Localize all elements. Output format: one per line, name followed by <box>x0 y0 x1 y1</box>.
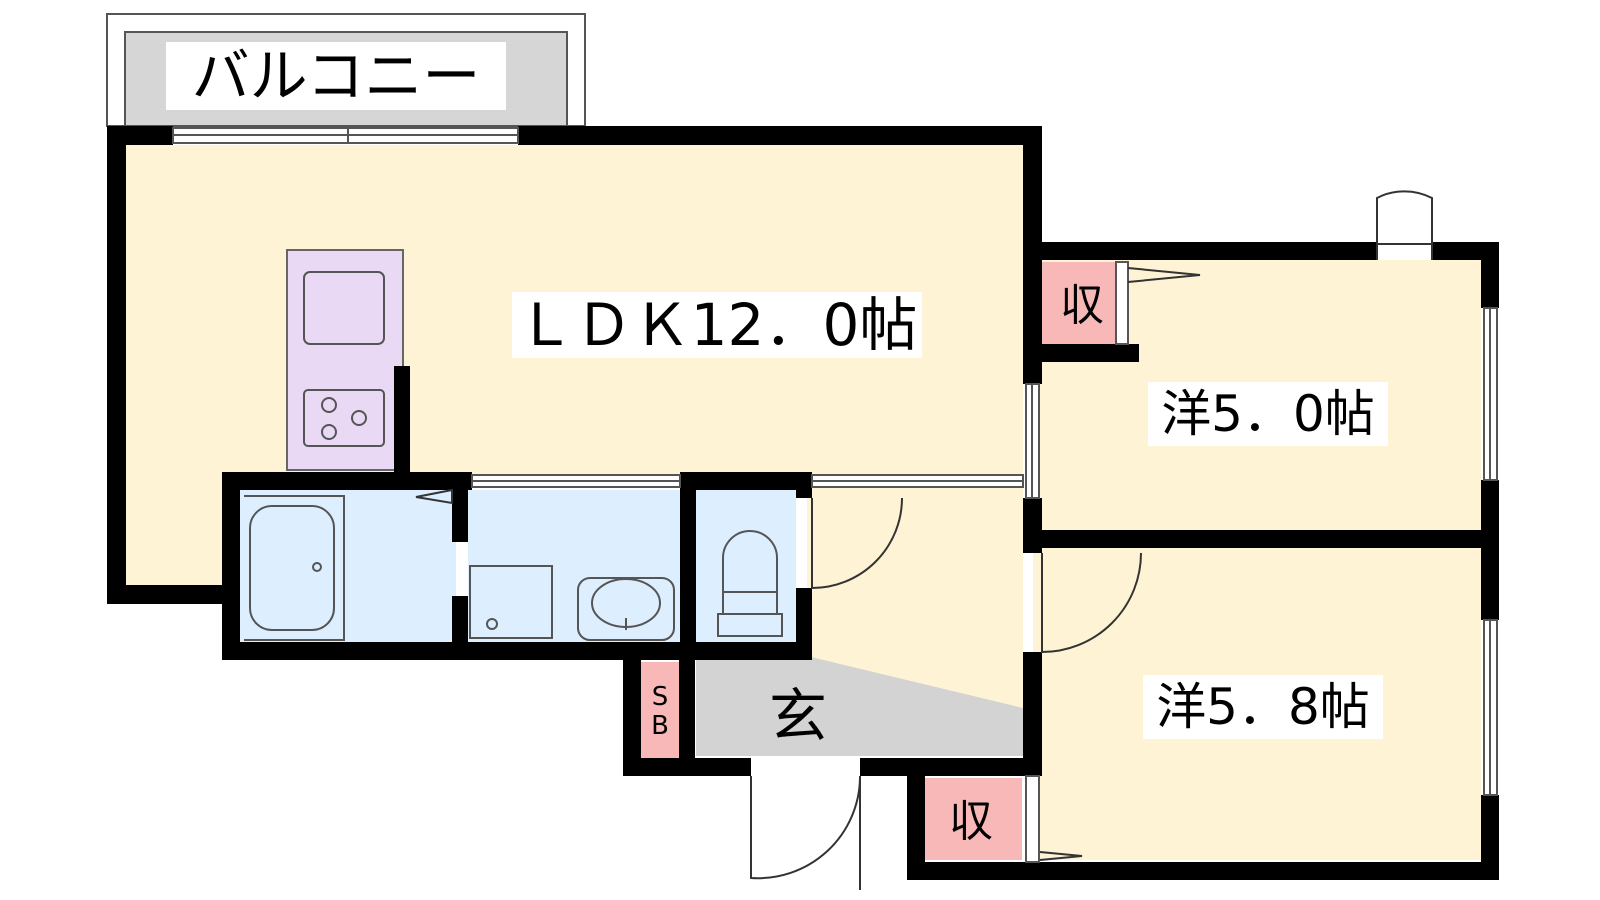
storage-2-floor <box>924 778 1022 860</box>
ldk-label: ＬＤＫ12．0帖 <box>512 292 922 358</box>
door-swing-icon <box>415 190 1433 890</box>
sink-icon <box>577 577 675 641</box>
western-room-1-label: 洋5．0帖 <box>1148 382 1388 446</box>
shoe-box-letter-s: S <box>651 682 669 713</box>
storage-1-label: 収 <box>1060 280 1104 331</box>
windows <box>172 127 1498 863</box>
balcony-label: バルコニー <box>166 42 506 110</box>
storage-1-floor <box>1040 262 1116 344</box>
storage-2-label: 収 <box>949 796 993 847</box>
bathtub-icon <box>244 495 345 641</box>
washing-machine-icon <box>469 565 553 639</box>
shoe-box-label: S B <box>641 680 679 744</box>
entrance-label: 玄 <box>768 682 827 750</box>
stove-icon <box>303 271 385 447</box>
toilet-icon <box>717 530 783 637</box>
entrance-floor <box>696 656 1023 756</box>
shoe-box-letter-b: B <box>651 711 669 741</box>
shoe-box-floor <box>641 662 679 758</box>
western-room-2-label: 洋5．8帖 <box>1143 675 1383 739</box>
walls <box>107 126 1499 880</box>
